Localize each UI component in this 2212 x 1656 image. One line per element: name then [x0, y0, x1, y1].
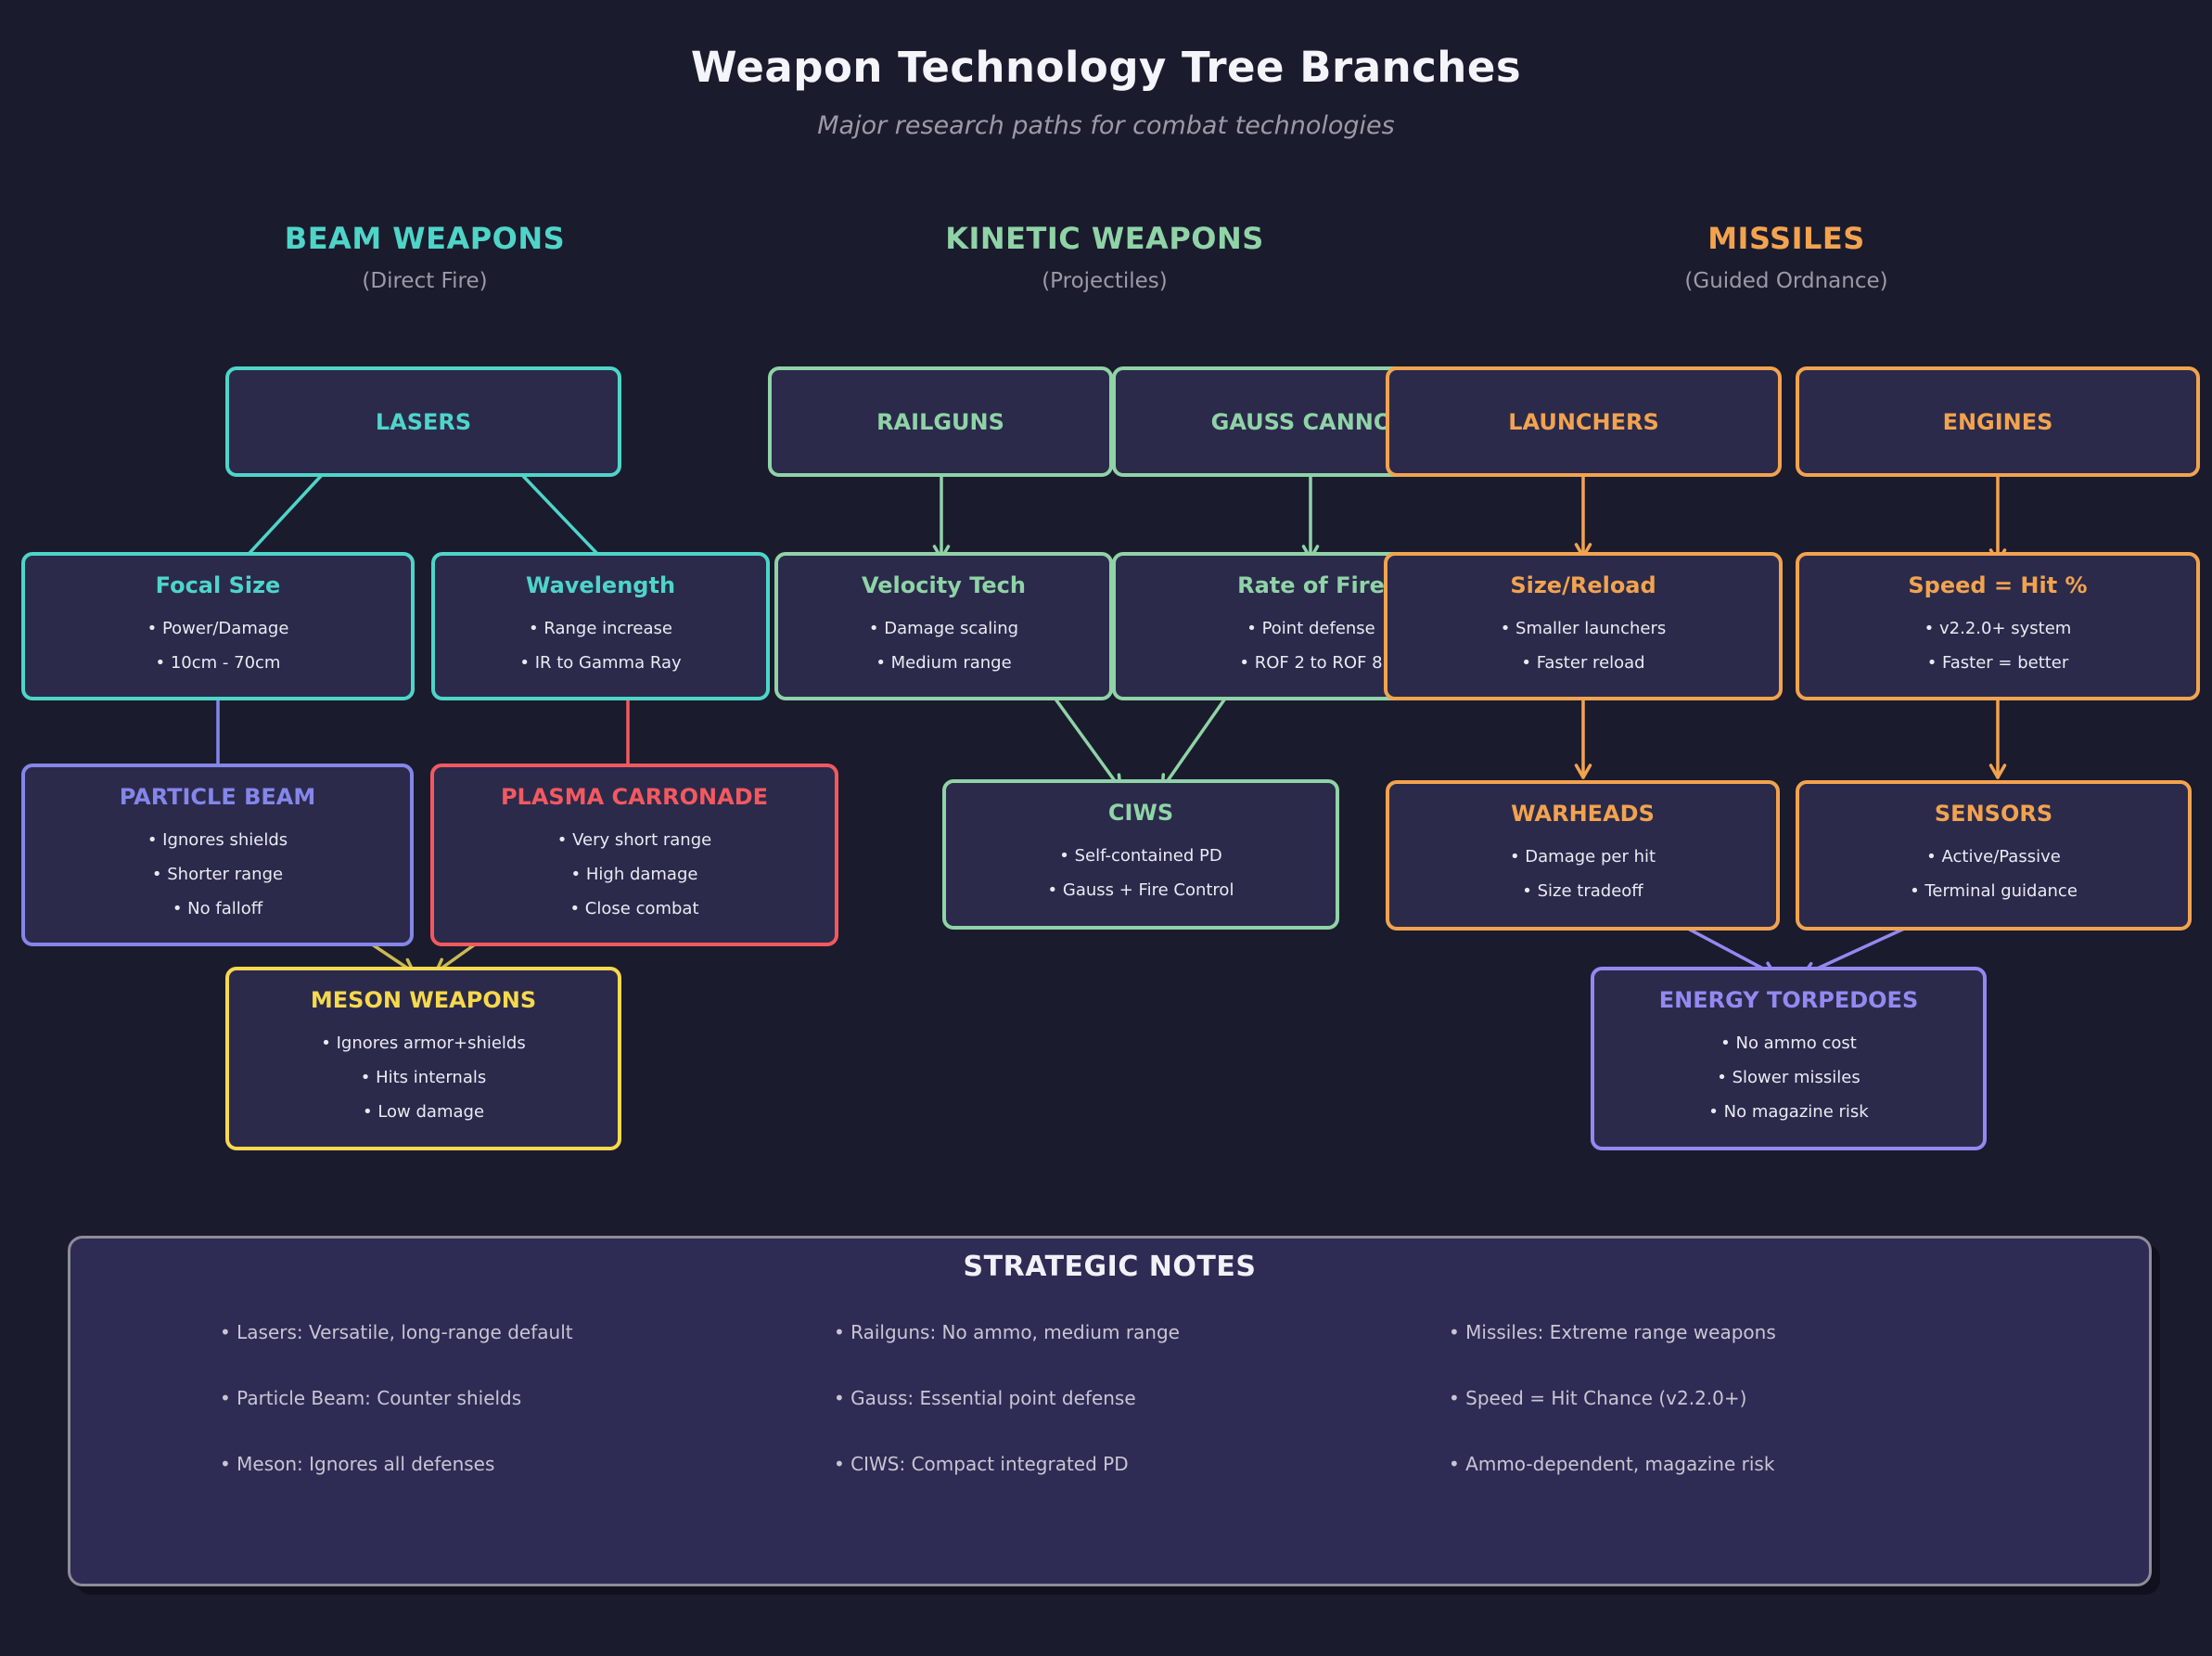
node-bullet: • Smaller launchers [1500, 619, 1667, 638]
node-size-reload: Size/Reload • Smaller launchers • Faster r… [1384, 552, 1783, 700]
branch-sublabel: (Guided Ordnance) [1684, 269, 1888, 293]
node-bullet: • High damage [570, 865, 698, 884]
page-subtitle: Major research paths for combat technolo… [817, 111, 1395, 140]
node-title: Focal Size [155, 572, 281, 598]
notes-item: • Meson: Ignores all defenses [220, 1453, 495, 1475]
node-bullet: • Low damage [362, 1102, 485, 1122]
node-bullet: • Hits internals [360, 1068, 487, 1087]
node-bullet: • Point defense [1247, 619, 1375, 638]
node-bullet: • 10cm - 70cm [155, 653, 281, 673]
node-title: Velocity Tech [862, 572, 1026, 598]
branch-label: KINETIC WEAPONS [945, 221, 1264, 256]
node-particle-beam: PARTICLE BEAM • Ignores shields • Shorter … [21, 764, 414, 946]
node-speed-hit: Speed = Hit % • v2.2.0+ system • Faster = … [1796, 552, 2200, 700]
node-torpedoes: ENERGY TORPEDOES • No ammo cost • Slower m… [1591, 967, 1987, 1150]
branch-header-kinetic-weapons: KINETIC WEAPONS (Projectiles) [945, 221, 1264, 293]
node-title: CIWS [1107, 800, 1174, 826]
node-title: Speed = Hit % [1908, 572, 2088, 598]
page-title: Weapon Technology Tree Branches [690, 43, 1522, 92]
strategic-notes-title: STRATEGIC NOTES [963, 1251, 1257, 1283]
node-bullet: • Ignores shields [147, 830, 288, 850]
node-title: PARTICLE BEAM [119, 784, 316, 810]
branch-header-beam-weapons: BEAM WEAPONS (Direct Fire) [285, 221, 565, 293]
node-bullet: • Terminal guidance [1910, 881, 2078, 901]
node-meson: MESON WEAPONS • Ignores armor+shields • Hi… [225, 967, 621, 1150]
notes-item: • CIWS: Compact integrated PD [834, 1453, 1129, 1475]
node-title: Size/Reload [1510, 572, 1656, 598]
node-title: Wavelength [525, 572, 676, 598]
node-title: ENGINES [1942, 408, 2053, 435]
node-focal-size: Focal Size • Power/Damage • 10cm - 70cm [21, 552, 415, 700]
notes-item: • Railguns: No ammo, medium range [834, 1321, 1180, 1343]
node-bullet: • v2.2.0+ system [1924, 619, 2072, 638]
notes-item: • Gauss: Essential point defense [834, 1387, 1136, 1409]
node-plasma: PLASMA CARRONADE • Very short range • High… [430, 764, 838, 946]
notes-item: • Missiles: Extreme range weapons [1449, 1321, 1776, 1343]
node-title: SENSORS [1934, 801, 2053, 827]
notes-item: • Particle Beam: Counter shields [220, 1387, 522, 1409]
node-bullet: • Shorter range [151, 865, 284, 884]
node-bullet: • Very short range [556, 830, 712, 850]
node-title: Rate of Fire [1237, 572, 1385, 598]
branch-label: MISSILES [1707, 221, 1865, 256]
branch-sublabel: (Direct Fire) [362, 269, 488, 293]
node-bullet: • Power/Damage [147, 619, 289, 638]
node-lasers: LASERS [225, 366, 621, 477]
node-bullet: • Active/Passive [1926, 847, 2061, 867]
branch-header-missiles: MISSILES (Guided Ordnance) [1684, 221, 1887, 293]
node-title: LAUNCHERS [1508, 408, 1659, 435]
node-title: WARHEADS [1511, 801, 1655, 827]
node-title: PLASMA CARRONADE [500, 784, 769, 810]
node-bullet: • No magazine risk [1708, 1102, 1869, 1122]
node-warheads: WARHEADS • Damage per hit • Size tradeoff [1386, 780, 1780, 931]
node-ciws: CIWS • Self-contained PD • Gauss + Fire Co… [942, 779, 1339, 930]
node-bullet: • ROF 2 to ROF 8 [1239, 653, 1383, 673]
arrowhead-icon [1988, 764, 2007, 779]
notes-column-1: • Lasers: Versatile, long-range default •… [220, 1321, 573, 1475]
node-title: ENERGY TORPEDOES [1658, 987, 1919, 1013]
branch-label: BEAM WEAPONS [284, 221, 566, 256]
node-title: LASERS [375, 408, 472, 435]
node-bullet: • IR to Gamma Ray [519, 653, 682, 673]
node-bullet: • Slower missiles [1717, 1068, 1860, 1087]
node-bullet: • Medium range [876, 653, 1012, 673]
node-bullet: • Range increase [529, 619, 672, 638]
node-bullet: • Ignores armor+shields [321, 1033, 526, 1053]
branch-sublabel: (Projectiles) [1042, 269, 1168, 293]
node-bullet: • Gauss + Fire Control [1047, 880, 1234, 900]
notes-item: • Speed = Hit Chance (v2.2.0+) [1449, 1387, 1747, 1409]
node-sensors: SENSORS • Active/Passive • Terminal guidan… [1796, 780, 2192, 931]
strategic-notes-panel [68, 1236, 2152, 1586]
node-title: GAUSS CANNON [1210, 408, 1412, 435]
node-bullet: • No ammo cost [1720, 1033, 1857, 1053]
node-bullet: • No falloff [172, 899, 263, 918]
node-bullet: • Size tradeoff [1522, 881, 1643, 901]
node-velocity-tech: Velocity Tech • Damage scaling • Medium ra… [774, 552, 1113, 700]
node-bullet: • Faster = better [1926, 653, 2069, 673]
node-bullet: • Faster reload [1521, 653, 1645, 673]
notes-column-2: • Railguns: No ammo, medium range • Gauss… [834, 1321, 1180, 1475]
arrowhead-icon [1574, 764, 1592, 779]
node-wavelength: Wavelength • Range increase • IR to Gamma … [431, 552, 770, 700]
notes-item: • Lasers: Versatile, long-range default [220, 1321, 573, 1343]
node-title: RAILGUNS [876, 408, 1004, 435]
node-bullet: • Self-contained PD [1059, 846, 1222, 866]
node-engines: ENGINES [1796, 366, 2200, 477]
node-railguns: RAILGUNS [768, 366, 1113, 477]
node-bullet: • Damage scaling [868, 619, 1019, 638]
node-bullet: • Damage per hit [1509, 847, 1656, 867]
node-title: MESON WEAPONS [310, 987, 537, 1013]
node-bullet: • Close combat [569, 899, 699, 918]
notes-column-3: • Missiles: Extreme range weapons • Speed… [1449, 1321, 1776, 1475]
node-launchers: LAUNCHERS [1386, 366, 1782, 477]
notes-item: • Ammo-dependent, magazine risk [1449, 1453, 1775, 1475]
